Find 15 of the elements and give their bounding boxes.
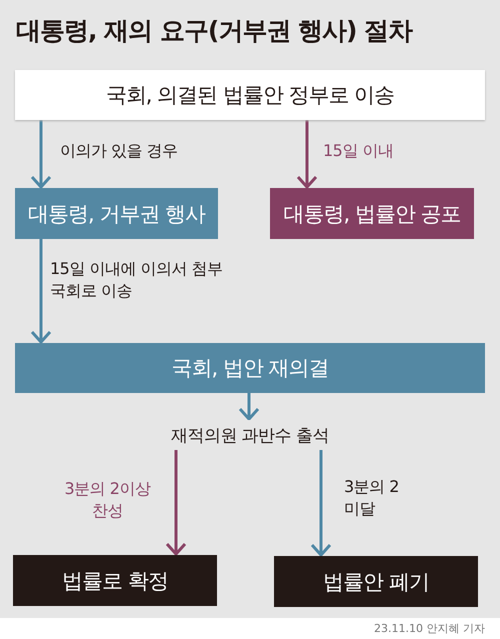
title: 대통령, 재의 요구(거부권 행사) 절차 bbox=[16, 15, 412, 47]
result-box: 법률로 확정 bbox=[13, 555, 217, 606]
condition-text: 재적의원 과반수 출석 bbox=[145, 420, 355, 450]
process-box: 국회, 의결된 법률안 정부로 이송 bbox=[15, 70, 485, 120]
process-box: 대통령, 법률안 공포 bbox=[270, 188, 474, 239]
credit-text: 23.11.10 안지혜 기자 bbox=[374, 621, 485, 636]
result-box: 법률안 폐기 bbox=[274, 556, 478, 607]
arrow bbox=[310, 450, 332, 556]
process-box: 국회, 법안 재의결 bbox=[15, 343, 485, 393]
arrow bbox=[30, 120, 52, 188]
arrow bbox=[30, 239, 52, 344]
arrow bbox=[238, 393, 260, 420]
arrow bbox=[166, 450, 186, 556]
arrow bbox=[296, 120, 318, 188]
process-box: 대통령, 거부권 행사 bbox=[15, 188, 218, 239]
